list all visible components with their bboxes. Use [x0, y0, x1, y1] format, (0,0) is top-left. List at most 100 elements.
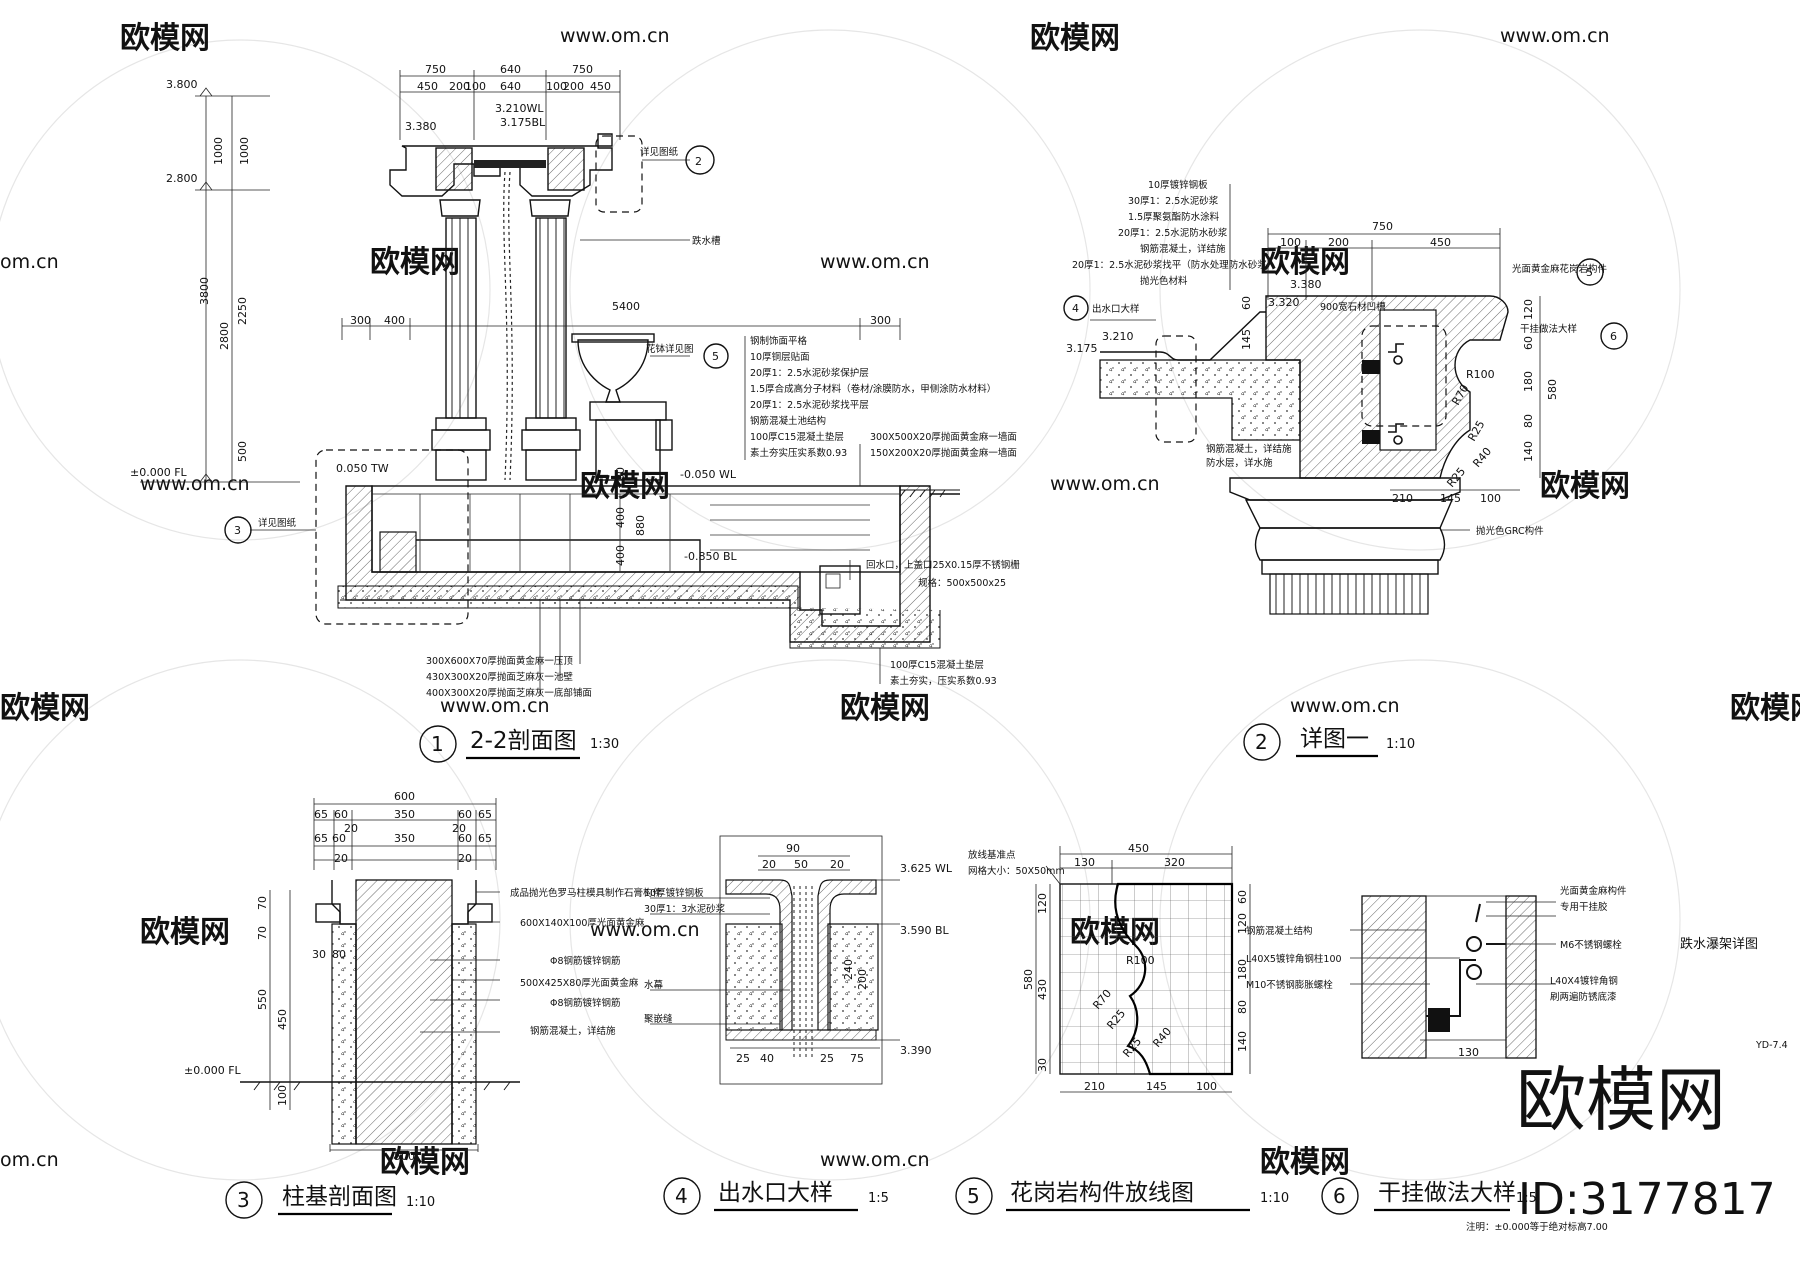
dim-60: 60 [1522, 336, 1535, 350]
watermark-url: www.om.cn [820, 251, 930, 273]
view-title: 2-2剖面图 [470, 728, 577, 754]
view-title-4: 4 出水口大样 1:5 [663, 1177, 889, 1215]
note: 光面黄金麻构件 [1560, 885, 1627, 897]
dim-580: 580 [1022, 969, 1035, 990]
dim-300-right: 300 [870, 314, 891, 327]
outlet-dims: 90 20 50 20 25 40 25 75 200 240 [730, 842, 880, 1065]
level-0050tw: 0.050 TW [336, 462, 389, 475]
outlet-levels: 3.625 WL 3.590 BL 3.390 [860, 862, 953, 1057]
dim-40: 40 [760, 1052, 774, 1065]
view-number: 3 [237, 1188, 250, 1212]
granite-notes: 放线基准点 网格大小：50X50mm [968, 849, 1065, 885]
dim-80: 80 [332, 948, 346, 961]
dim-130: 130 [1074, 856, 1095, 869]
svg-text:4: 4 [1072, 302, 1079, 315]
note: 水幕 [644, 979, 664, 991]
note: 钢筋混凝土结构 [1246, 925, 1313, 937]
dim-450: 450 [1430, 236, 1451, 249]
note: 钢筋混凝土，详结施 [530, 1025, 616, 1037]
level-3390: 3.390 [900, 1044, 932, 1057]
level-3800: 3.800 [166, 78, 198, 91]
level-3210: 3.210 [1102, 330, 1134, 343]
dim-180: 180 [1522, 371, 1535, 392]
dim-100: 100 [1280, 236, 1301, 249]
note: 钢筋混凝土，详结施 [1140, 243, 1226, 255]
dim-400: 400 [614, 507, 627, 528]
label-outlet-detail: 出水口大样 [1092, 303, 1140, 315]
note: 光面黄金麻花岗岩构件 [1512, 263, 1608, 275]
dim-20: 20 [458, 852, 472, 865]
note: 专用干挂胶 [1560, 901, 1608, 913]
section-2-2: 750 640 750 450 200 100 640 100 200 450 … [130, 63, 1020, 763]
dim-430: 430 [1036, 979, 1049, 1000]
view-title: 柱基剖面图 [282, 1184, 397, 1210]
dim-90: 90 [786, 842, 800, 855]
note: 300X600X70厚抛面黄金麻一压顶 [426, 655, 573, 667]
sheet-remark: 跌水瀑架详图 [1680, 936, 1758, 952]
dim-70: 70 [256, 926, 269, 940]
brand-id: ID:3177817 [1518, 1174, 1776, 1225]
watermark-logo: 欧模网 [140, 915, 230, 950]
sheet-code: YD-7.4 [1755, 1040, 1788, 1051]
level-3175bl: 3.175BL [500, 116, 546, 129]
level-3320: 3.320 [1268, 296, 1300, 309]
view-scale: 1:10 [406, 1195, 435, 1210]
level-3380: 3.380 [1290, 278, 1322, 291]
note: 430X300X20厚抛面芝麻灰一池壁 [426, 671, 573, 683]
detail-callout-4 [1063, 295, 1089, 321]
note: 素土夯实压实系数0.93 [750, 447, 847, 459]
note: 放线基准点 [968, 849, 1016, 861]
level-3625wl: 3.625 WL [900, 862, 953, 875]
watermark-logo: 欧模网 [1260, 245, 1350, 280]
dim-20: 20 [334, 852, 348, 865]
level-zero: ±0.000 FL [184, 1064, 242, 1077]
dim-1000-b: 1000 [238, 137, 251, 165]
dim-65: 65 [478, 808, 492, 821]
level-neg-0850bl: -0.850 BL [684, 550, 738, 563]
dim-140: 140 [1522, 441, 1535, 462]
view-title-5: 5 花岗岩构件放线图 1:10 [955, 1177, 1289, 1215]
top-dimension-chain: 750 640 750 450 200 100 640 100 200 450 [399, 63, 621, 140]
col3-top-dims: 600 65 60 350 60 65 65 60 20 350 20 60 6… [313, 790, 497, 870]
detail-callout-2 [685, 145, 715, 175]
note: 防水层，详水施 [1206, 457, 1273, 469]
view-title-2: 2 详图一 1:10 [1243, 723, 1415, 761]
view-scale: 1:5 [1516, 1191, 1537, 1206]
dim-640: 640 [500, 63, 521, 76]
dim-450: 450 [1128, 842, 1149, 855]
column-capital-trough: 3.380 3.210WL 3.175BL 2 详见图纸 [389, 102, 715, 213]
dim-500: 500 [394, 1150, 415, 1163]
watermark-logo: 欧模网 [370, 245, 460, 280]
note: 20厚1：2.5水泥砂浆保护层 [750, 367, 869, 379]
note: 素土夯实，压实系数0.93 [890, 675, 997, 687]
note: Φ8钢筋镀锌钢筋 [550, 955, 621, 967]
watermark-url: om.cn [0, 251, 59, 273]
level-3210wl: 3.210WL [495, 102, 544, 115]
dim-65: 65 [314, 808, 328, 821]
detail2-notes-stack: 10厚镀锌钢板 30厚1：2.5水泥砂浆 1.5厚聚氨酯防水涂料 20厚1：2.… [1072, 179, 1276, 290]
dim-25: 25 [820, 1052, 834, 1065]
outlet-detail: 90 20 50 20 25 40 25 75 200 240 3.625 WL… [644, 835, 953, 1215]
dim-30: 30 [1036, 1058, 1049, 1072]
dim-50: 50 [794, 858, 808, 871]
detail2-top-dims: 750 100 200 450 [1267, 220, 1501, 300]
dim-75: 75 [850, 1052, 864, 1065]
note: 10厚镀锌钢板 [1148, 179, 1208, 191]
note: M6不锈钢螺栓 [1560, 939, 1622, 951]
view-scale: 1:5 [868, 1191, 889, 1206]
note: L40X4镀锌角钢 [1550, 975, 1618, 987]
view-number: 2 [1255, 730, 1268, 754]
view-title: 出水口大样 [718, 1180, 833, 1206]
dim-200: 200 [449, 80, 470, 93]
level-3380: 3.380 [405, 120, 437, 133]
note: 10厚镀锌钢板 [644, 887, 704, 899]
span-dimension: 300 400 5400 300 [341, 300, 901, 340]
note: 干挂做法大样 [1520, 323, 1577, 335]
watermark-logo: 欧模网 [840, 691, 930, 726]
dim-200: 200 [1328, 236, 1349, 249]
note: 150X200X20厚抛面黄金麻一墙面 [870, 447, 1017, 459]
radius-r100: R100 [1466, 368, 1495, 381]
note: 10厚铜层贴面 [750, 351, 810, 363]
view-title: 花岗岩构件放线图 [1010, 1180, 1194, 1206]
dim-100: 100 [1196, 1080, 1217, 1093]
